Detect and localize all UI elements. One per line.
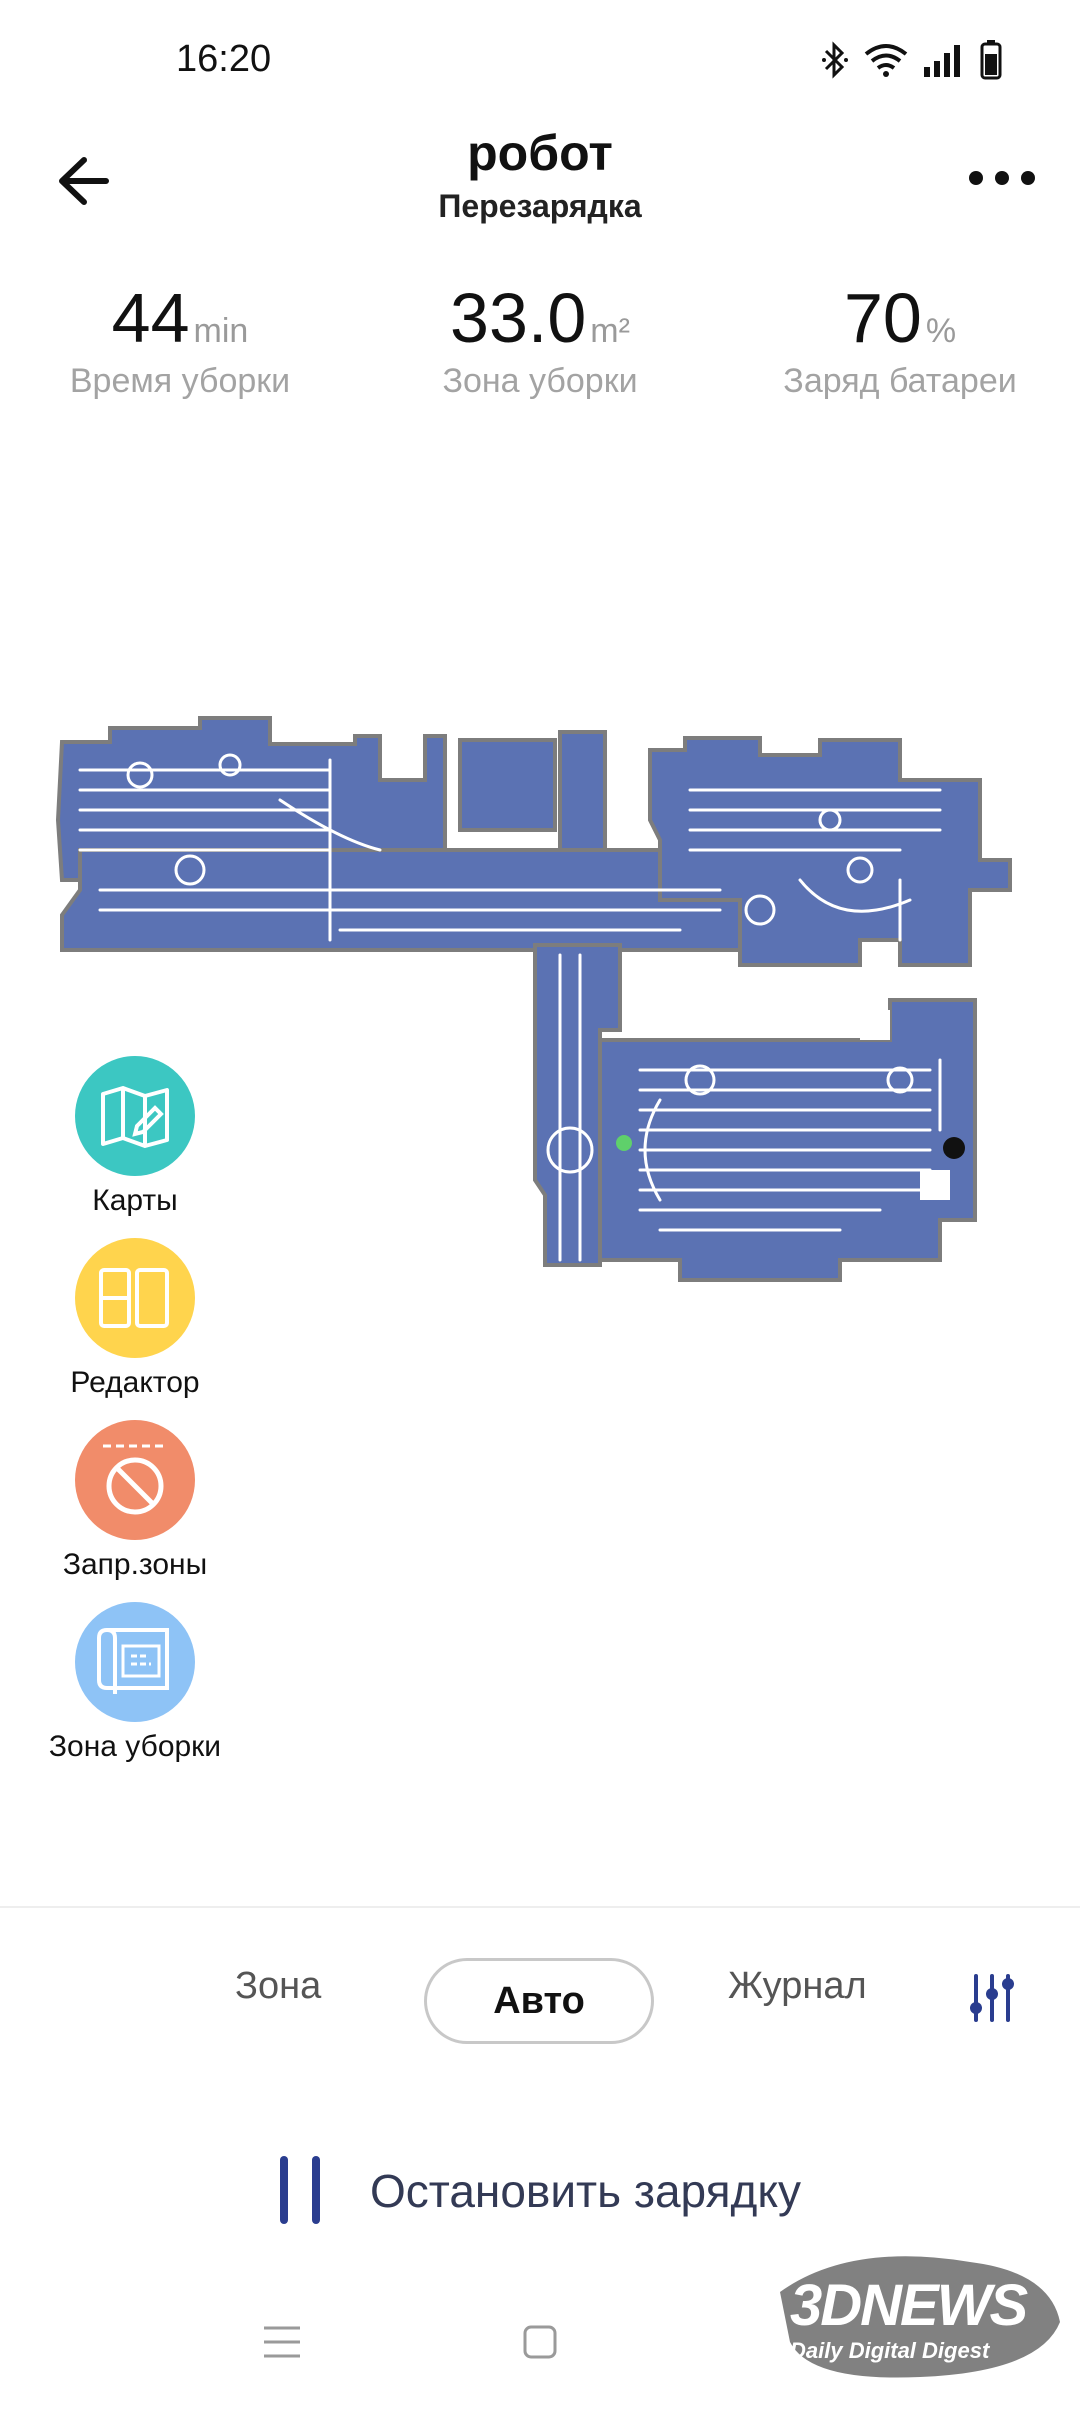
- tool-label: Редактор: [70, 1366, 200, 1399]
- stat-unit: %: [925, 312, 957, 350]
- signal-icon: [924, 45, 960, 77]
- watermark-brand: 3DNEWS: [790, 2273, 1028, 2338]
- tool-cleaning-zone-button[interactable]: Зона уборки: [20, 1602, 250, 1764]
- stat-value: 33.0: [450, 279, 587, 357]
- tool-no-go-zones-button[interactable]: Запр.зоны: [20, 1420, 250, 1582]
- back-arrow-icon[interactable]: [52, 146, 122, 216]
- tool-maps-button[interactable]: Карты: [20, 1056, 250, 1218]
- no-go-icon: [75, 1420, 195, 1540]
- status-icons: [820, 40, 1002, 80]
- stat-unit: m²: [590, 312, 630, 350]
- battery-icon: [980, 40, 1002, 80]
- cleaning-map[interactable]: [40, 700, 1040, 1300]
- stat-unit: min: [193, 312, 249, 350]
- editor-icon: [75, 1238, 195, 1358]
- stat-battery: 70% Заряд батареи: [750, 278, 1050, 401]
- nav-home-icon[interactable]: [522, 2324, 558, 2360]
- wifi-icon: [864, 44, 908, 77]
- tab-log[interactable]: Журнал: [728, 1965, 867, 2007]
- tab-zone[interactable]: Зона: [235, 1965, 322, 2007]
- stop-charging-button[interactable]: Остановить зарядку: [370, 2165, 801, 2217]
- tab-auto[interactable]: Авто: [424, 1958, 654, 2044]
- stat-value: 44: [111, 279, 190, 357]
- stat-label: Зона уборки: [442, 362, 638, 400]
- stat-label: Время уборки: [69, 362, 291, 400]
- divider: [0, 1906, 1080, 1908]
- tool-editor-button[interactable]: Редактор: [20, 1238, 250, 1400]
- stat-label: Заряд батареи: [783, 362, 1017, 400]
- watermark-tagline: Daily Digital Digest: [790, 2338, 990, 2363]
- tool-label: Карты: [92, 1184, 178, 1217]
- nav-menu-icon[interactable]: [262, 2322, 302, 2362]
- zone-plan-icon: [75, 1602, 195, 1722]
- status-time: 16:20: [176, 38, 272, 80]
- tool-label: Запр.зоны: [62, 1548, 208, 1581]
- pause-icon[interactable]: [276, 2152, 326, 2228]
- tool-label: Зона уборки: [48, 1730, 222, 1763]
- bluetooth-icon: [822, 41, 848, 79]
- stat-value: 70: [843, 279, 922, 357]
- map-icon: [75, 1056, 195, 1176]
- page-subtitle: Перезарядка: [438, 188, 642, 224]
- watermark-logo: 3DNEWS Daily Digital Digest: [770, 2232, 1070, 2392]
- robot-position-icon: [943, 1137, 965, 1159]
- more-options-icon[interactable]: [962, 158, 1042, 198]
- page-title: робот: [467, 125, 613, 181]
- charging-dock-icon: [616, 1135, 632, 1151]
- settings-sliders-icon[interactable]: [968, 1972, 1016, 2024]
